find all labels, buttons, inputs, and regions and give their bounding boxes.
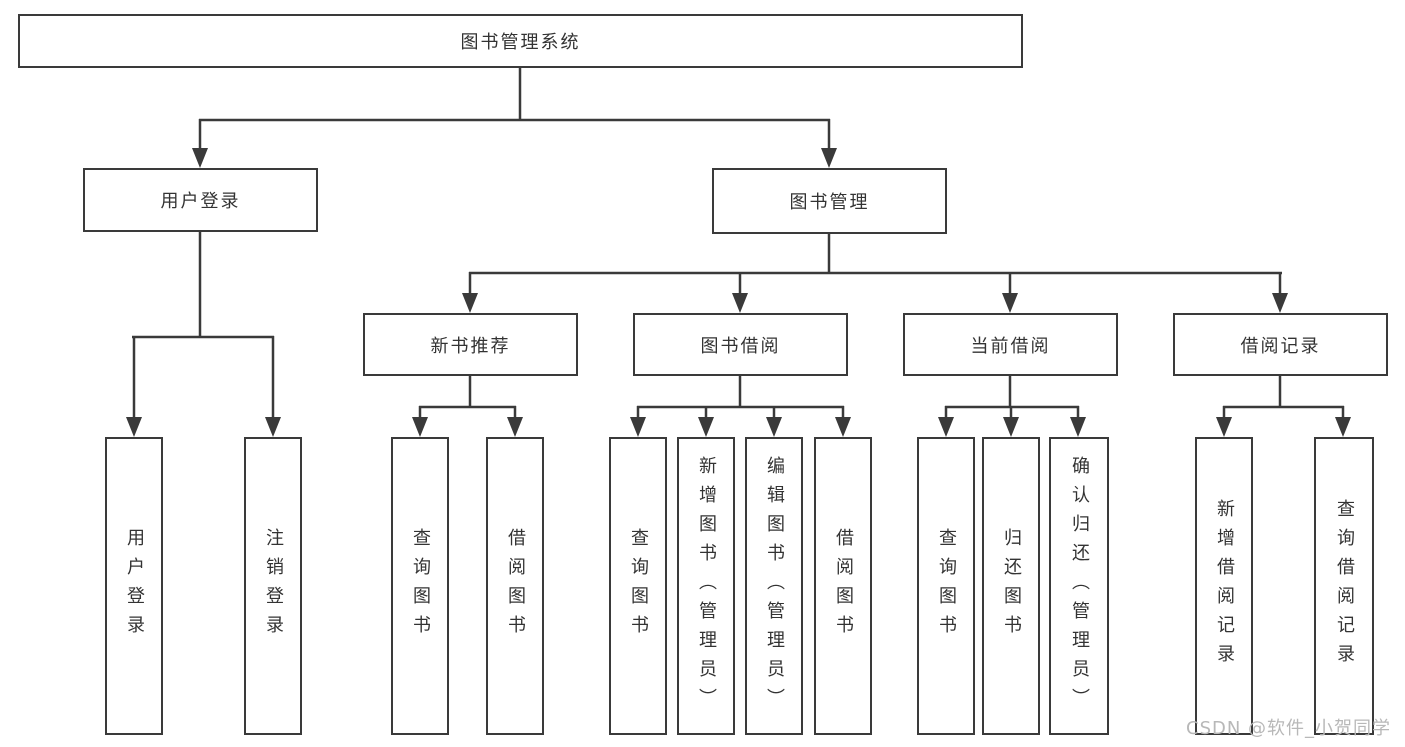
node-user-login: 用户登录 xyxy=(83,168,318,232)
node-user-login-label: 用户登录 xyxy=(160,191,241,212)
watermark: CSDN @软件_小贺同学 xyxy=(1186,718,1392,739)
node-cb-return-books-label: 归还图书 xyxy=(1001,528,1022,644)
node-book-borrowing: 图书借阅 xyxy=(633,313,848,376)
node-br-query-record-label: 查询借阅记录 xyxy=(1334,499,1355,673)
node-logout: 注销登录 xyxy=(244,437,302,735)
node-bb-add-books-admin-label: 新增图书（管理员） xyxy=(696,455,717,717)
node-nbr-query-books-label: 查询图书 xyxy=(410,528,431,644)
node-nbr-borrow-books: 借阅图书 xyxy=(486,437,544,735)
node-current-borrowing-label: 当前借阅 xyxy=(970,335,1051,357)
node-user-login-leaf-label: 用户登录 xyxy=(124,528,145,644)
node-logout-label: 注销登录 xyxy=(263,528,284,644)
node-current-borrowing: 当前借阅 xyxy=(903,313,1118,376)
node-root: 图书管理系统 xyxy=(18,14,1023,68)
connector-root-children xyxy=(192,68,837,168)
connector-book-borrowing-children xyxy=(630,376,851,437)
node-bb-edit-books-admin-label: 编辑图书（管理员） xyxy=(764,455,785,717)
node-bb-query-books: 查询图书 xyxy=(609,437,667,735)
node-bb-borrow-books: 借阅图书 xyxy=(814,437,872,735)
node-br-add-record: 新增借阅记录 xyxy=(1195,437,1253,735)
node-borrowing-records-label: 借阅记录 xyxy=(1240,335,1321,357)
node-new-book-recommend-label: 新书推荐 xyxy=(430,335,511,357)
node-bb-borrow-books-label: 借阅图书 xyxy=(833,528,854,644)
connector-borrowing-records-children xyxy=(1216,376,1351,437)
node-cb-query-books-label: 查询图书 xyxy=(936,528,957,644)
node-bb-add-books-admin: 新增图书（管理员） xyxy=(677,437,735,735)
connector-current-borrowing-children xyxy=(938,376,1086,437)
node-book-management: 图书管理 xyxy=(712,168,947,234)
connector-new-book-recommend-children xyxy=(412,376,523,437)
connector-book-management-children xyxy=(462,234,1288,313)
node-book-management-label: 图书管理 xyxy=(789,192,870,213)
node-book-borrowing-label: 图书借阅 xyxy=(700,335,781,357)
connector-user-login-children xyxy=(126,232,281,437)
node-new-book-recommend: 新书推荐 xyxy=(363,313,578,376)
node-cb-return-books: 归还图书 xyxy=(982,437,1040,735)
node-cb-confirm-return-admin-label: 确认归还（管理员） xyxy=(1069,455,1090,717)
node-bb-edit-books-admin: 编辑图书（管理员） xyxy=(745,437,803,735)
node-user-login-leaf: 用户登录 xyxy=(105,437,163,735)
node-root-label: 图书管理系统 xyxy=(460,32,581,53)
node-br-query-record: 查询借阅记录 xyxy=(1314,437,1374,735)
node-nbr-borrow-books-label: 借阅图书 xyxy=(505,528,526,644)
node-br-add-record-label: 新增借阅记录 xyxy=(1214,499,1235,673)
node-nbr-query-books: 查询图书 xyxy=(391,437,449,735)
node-cb-confirm-return-admin: 确认归还（管理员） xyxy=(1049,437,1109,735)
node-cb-query-books: 查询图书 xyxy=(917,437,975,735)
node-bb-query-books-label: 查询图书 xyxy=(628,528,649,644)
node-borrowing-records: 借阅记录 xyxy=(1173,313,1388,376)
